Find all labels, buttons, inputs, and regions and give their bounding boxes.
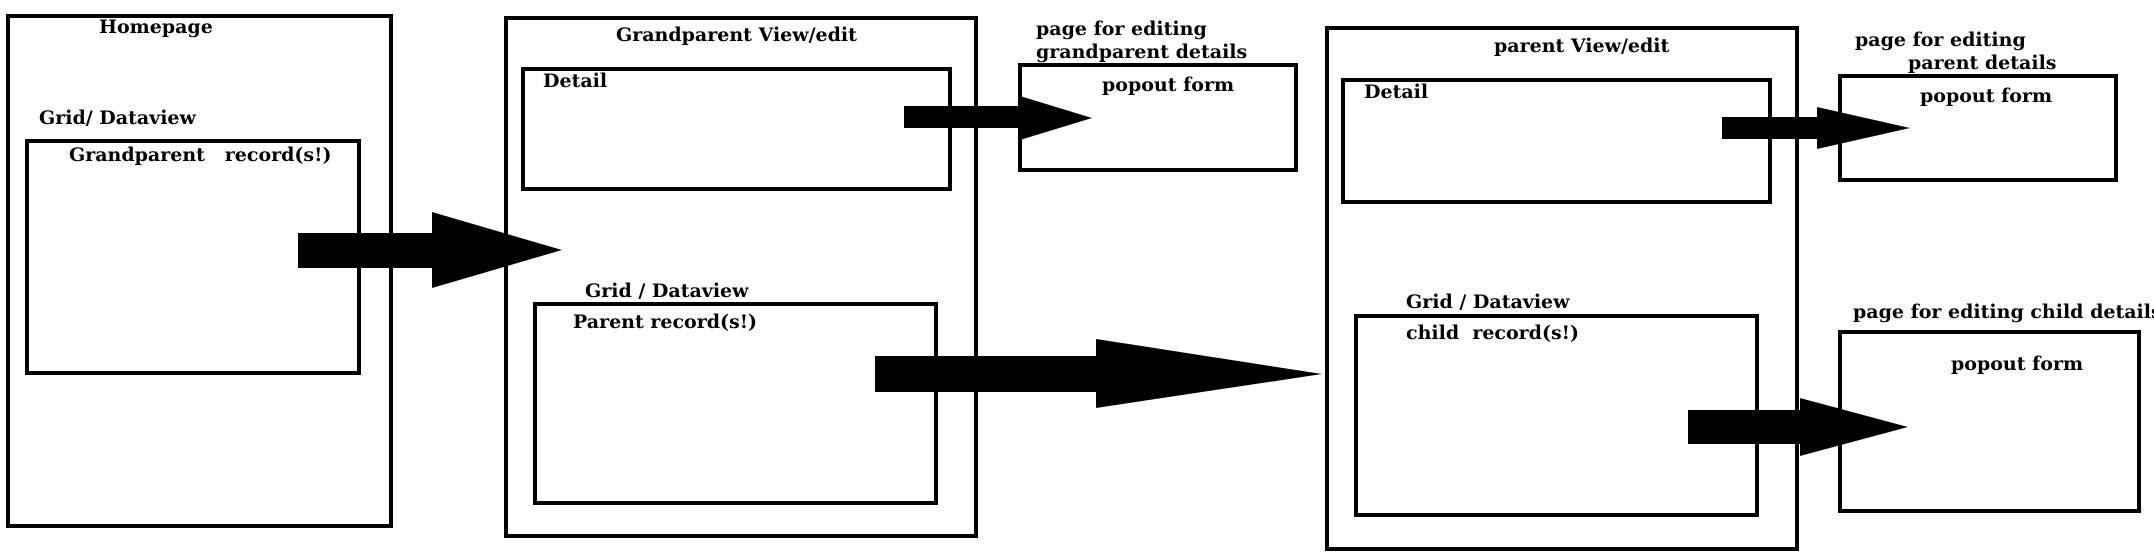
parent-grid-label: Grid / Dataview [1406, 291, 1570, 313]
grandparent-edit-page-label-2: grandparent details [1036, 41, 1248, 63]
homepage-grid-label: Grid/ Dataview [39, 107, 196, 129]
parent-edit-page-label-2: parent details [1908, 52, 2057, 74]
child-popout-label: popout form [1951, 353, 2084, 375]
grandparent-view-title: Grandparent View/edit [616, 24, 857, 46]
grandparent-records-label: Grandparent record(s!) [69, 144, 332, 166]
grandparent-grid-label: Grid / Dataview [585, 280, 749, 302]
child-edit-page-label: page for editing child details [1853, 301, 2154, 323]
parent-records-grid [533, 302, 938, 505]
parent-detail-label: Detail [1364, 81, 1429, 103]
grandparent-view-frame [504, 16, 978, 538]
child-records-label: child record(s!) [1406, 322, 1579, 344]
parent-detail-panel [1341, 78, 1772, 204]
arrow-parent-detail-to-popout [1722, 107, 1910, 149]
grandparent-edit-page-label-1: page for editing [1036, 18, 1207, 40]
homepage-title: Homepage [99, 16, 213, 38]
arrow-homepage-to-grandparent-view [298, 212, 562, 288]
parent-popout-label: popout form [1920, 85, 2053, 107]
grandparent-popout-label: popout form [1102, 74, 1235, 96]
homepage-frame [6, 14, 393, 528]
parent-view-frame [1325, 26, 1799, 551]
parent-records-label: Parent record(s!) [573, 311, 758, 333]
parent-edit-page-label-1: page for editing [1855, 29, 2026, 51]
arrow-child-grid-to-popout [1688, 398, 1908, 456]
arrow-grandparent-detail-to-popout [904, 96, 1092, 140]
arrow-parent-grid-to-parent-view [875, 339, 1322, 408]
grandparent-detail-label: Detail [543, 70, 608, 92]
grandparent-detail-panel [521, 67, 952, 191]
parent-view-title: parent View/edit [1494, 35, 1670, 57]
